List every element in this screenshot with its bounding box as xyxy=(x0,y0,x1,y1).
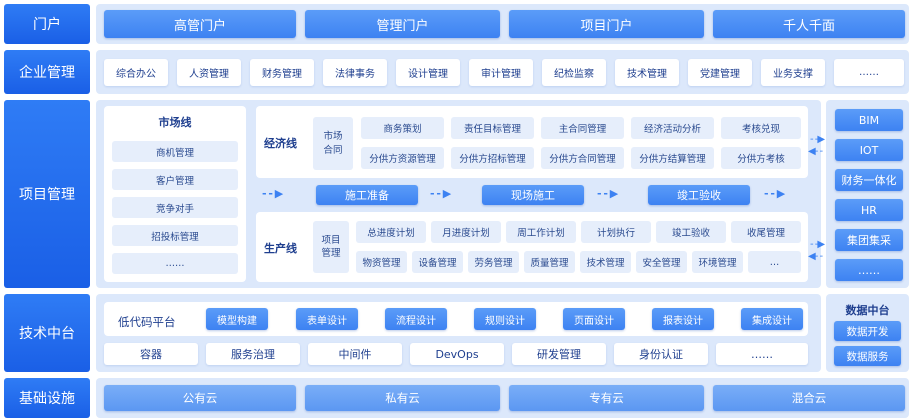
datacenter-service[interactable]: 数据服务 xyxy=(834,346,901,366)
enterprise-tech[interactable]: 技术管理 xyxy=(615,59,679,86)
portal-project[interactable]: 项目门户 xyxy=(509,10,704,38)
economic-business-plan[interactable]: 商务策划 xyxy=(361,117,444,139)
tech-identity[interactable]: 身份认证 xyxy=(614,343,708,365)
lowcode-title: 低代码平台 xyxy=(118,315,176,329)
economic-supplier-contract[interactable]: 分供方合同管理 xyxy=(541,147,624,169)
economic-responsibility[interactable]: 责任目标管理 xyxy=(451,117,534,139)
integration-panel xyxy=(826,100,909,288)
market-more[interactable]: …… xyxy=(112,253,238,274)
datacenter-development[interactable]: 数据开发 xyxy=(834,321,901,341)
market-competitor[interactable]: 竞争对手 xyxy=(112,197,238,218)
enterprise-design[interactable]: 设计管理 xyxy=(396,59,460,86)
phase-arrow-icon: - - ▶ xyxy=(597,187,618,200)
economic-supplier-assessment[interactable]: 分供方考核 xyxy=(721,147,801,169)
layer-label-tech: 技术中台 xyxy=(4,294,90,372)
market-customer[interactable]: 客户管理 xyxy=(112,169,238,190)
enterprise-finance[interactable]: 财务管理 xyxy=(250,59,314,86)
lowcode-form[interactable]: 表单设计 xyxy=(296,308,358,330)
production-labor[interactable]: 劳务管理 xyxy=(468,251,519,273)
datacenter-title: 数据中台 xyxy=(845,304,890,317)
integration-procurement[interactable]: 集团集采 xyxy=(835,229,903,251)
portal-executive[interactable]: 高管门户 xyxy=(104,10,296,38)
production-monthly-plan[interactable]: 月进度计划 xyxy=(431,221,501,243)
production-safety[interactable]: 安全管理 xyxy=(636,251,687,273)
phase-acceptance[interactable]: 竣工验收 xyxy=(648,185,750,205)
portal-personalized[interactable]: 千人千面 xyxy=(713,10,905,38)
production-line-title: 生产线 xyxy=(264,242,297,255)
production-more[interactable]: … xyxy=(748,251,801,273)
lowcode-model[interactable]: 模型构建 xyxy=(206,308,268,330)
enterprise-audit[interactable]: 审计管理 xyxy=(469,59,533,86)
production-technology[interactable]: 技术管理 xyxy=(580,251,631,273)
enterprise-party[interactable]: 党建管理 xyxy=(688,59,752,86)
enterprise-support[interactable]: 业务支撑 xyxy=(761,59,825,86)
production-closeout[interactable]: 收尾管理 xyxy=(731,221,801,243)
economic-market-contract[interactable]: 市场 合同 xyxy=(313,117,353,170)
sync-arrow-left-icon: ◀- - xyxy=(808,251,823,262)
economic-main-contract[interactable]: 主合同管理 xyxy=(541,117,624,139)
infra-private-cloud[interactable]: 私有云 xyxy=(305,385,500,411)
production-materials[interactable]: 物资管理 xyxy=(356,251,407,273)
enterprise-hr[interactable]: 人资管理 xyxy=(177,59,241,86)
market-opportunity[interactable]: 商机管理 xyxy=(112,141,238,162)
economic-supplier-bidding[interactable]: 分供方招标管理 xyxy=(451,147,534,169)
integration-bim[interactable]: BIM xyxy=(835,109,903,131)
economic-supplier-settlement[interactable]: 分供方结算管理 xyxy=(631,147,714,169)
enterprise-more[interactable]: …… xyxy=(834,59,904,86)
sync-arrow-right-icon: - -▶ xyxy=(810,134,825,145)
market-line-title: 市场线 xyxy=(158,116,192,129)
production-plan-execution[interactable]: 计划执行 xyxy=(581,221,651,243)
lowcode-page[interactable]: 页面设计 xyxy=(563,308,625,330)
tech-devops[interactable]: DevOps xyxy=(410,343,504,365)
economic-activity-analysis[interactable]: 经济活动分析 xyxy=(631,117,714,139)
tech-more[interactable]: …… xyxy=(716,343,808,365)
production-completion[interactable]: 竣工验收 xyxy=(656,221,726,243)
production-project-management[interactable]: 项目 管理 xyxy=(313,221,349,273)
layer-label-infra: 基础设施 xyxy=(4,378,90,418)
infra-public-cloud[interactable]: 公有云 xyxy=(104,385,296,411)
tech-service-governance[interactable]: 服务治理 xyxy=(206,343,300,365)
enterprise-legal[interactable]: 法律事务 xyxy=(323,59,387,86)
lowcode-rule[interactable]: 规则设计 xyxy=(474,308,536,330)
phase-preparation[interactable]: 施工准备 xyxy=(316,185,418,205)
market-bidding[interactable]: 招投标管理 xyxy=(112,225,238,246)
layer-label-portal: 门户 xyxy=(4,4,90,44)
integration-finance[interactable]: 财务一体化 xyxy=(835,169,903,191)
production-weekly-plan[interactable]: 周工作计划 xyxy=(506,221,576,243)
production-quality[interactable]: 质量管理 xyxy=(524,251,575,273)
production-master-schedule[interactable]: 总进度计划 xyxy=(356,221,426,243)
infra-hybrid-cloud[interactable]: 混合云 xyxy=(713,385,905,411)
phase-arrow-icon: - - ▶ xyxy=(764,187,785,200)
integration-iot[interactable]: IOT xyxy=(835,139,903,161)
integration-hr[interactable]: HR xyxy=(835,199,903,221)
production-equipment[interactable]: 设备管理 xyxy=(412,251,463,273)
lowcode-integration[interactable]: 集成设计 xyxy=(741,308,803,330)
enterprise-discipline[interactable]: 纪检监察 xyxy=(542,59,606,86)
market-line-box xyxy=(104,106,246,282)
phase-arrow-icon: - - ▶ xyxy=(430,187,451,200)
tech-container[interactable]: 容器 xyxy=(104,343,198,365)
phase-arrow-icon: - - ▶ xyxy=(262,187,283,200)
phase-construction[interactable]: 现场施工 xyxy=(482,185,584,205)
production-environment[interactable]: 环境管理 xyxy=(692,251,743,273)
infra-dedicated-cloud[interactable]: 专有云 xyxy=(509,385,704,411)
sync-arrow-right-icon: - -▶ xyxy=(810,239,825,250)
lowcode-flow[interactable]: 流程设计 xyxy=(385,308,447,330)
layer-label-enterprise: 企业管理 xyxy=(4,50,90,94)
tech-rd-management[interactable]: 研发管理 xyxy=(512,343,606,365)
portal-management[interactable]: 管理门户 xyxy=(305,10,500,38)
layer-label-project: 项目管理 xyxy=(4,100,90,288)
economic-assessment[interactable]: 考核兑现 xyxy=(721,117,801,139)
sync-arrow-left-icon: ◀- - xyxy=(808,146,823,157)
tech-middleware[interactable]: 中间件 xyxy=(308,343,402,365)
enterprise-office[interactable]: 综合办公 xyxy=(104,59,168,86)
lowcode-report[interactable]: 报表设计 xyxy=(652,308,714,330)
economic-line-title: 经济线 xyxy=(264,137,297,150)
integration-more[interactable]: …… xyxy=(835,259,903,281)
economic-supplier-resource[interactable]: 分供方资源管理 xyxy=(361,147,444,169)
